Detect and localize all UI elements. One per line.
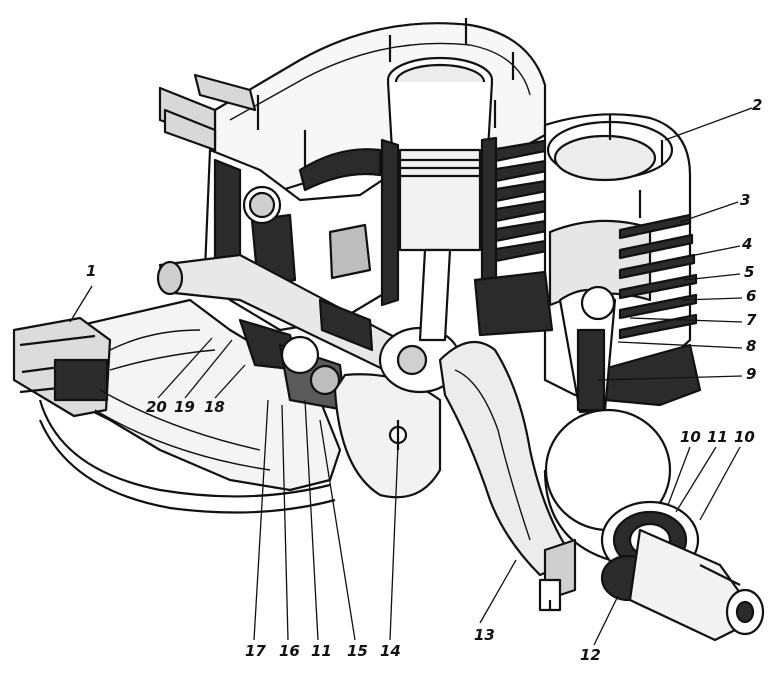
drum-and-output-shaft: [538, 408, 765, 642]
callout-6: 6: [746, 287, 757, 305]
leader-16: [281, 404, 289, 641]
leader-18: [214, 364, 246, 399]
leader-7: [629, 317, 743, 323]
callout-12: 12: [580, 646, 601, 664]
leader-6: [681, 297, 743, 301]
leader-13: [479, 559, 517, 624]
callout-13: 13: [474, 626, 495, 644]
leader-10a: [667, 446, 691, 506]
callout-19: 19: [174, 398, 195, 416]
leader-20: [157, 337, 213, 399]
vertical-cylinder: [380, 56, 554, 307]
leader-2: [664, 107, 753, 141]
callout-15: 15: [347, 642, 368, 660]
callout-3: 3: [740, 191, 751, 209]
curved-arm-13: [438, 285, 617, 577]
leader-12: [593, 595, 619, 646]
leader-3: [679, 201, 739, 223]
leader-5: [683, 273, 741, 281]
leader-19: [184, 339, 233, 399]
callout-14: 14: [380, 642, 401, 660]
transmission-housing: [12, 298, 342, 514]
callout-20: 20: [146, 398, 167, 416]
leader-1: [69, 285, 93, 323]
leader-15: [319, 419, 356, 641]
callout-11-right: 11: [707, 428, 728, 446]
leader-9: [597, 375, 743, 381]
leader-8: [617, 341, 743, 349]
callout-2: 2: [752, 96, 763, 114]
callout-17: 17: [245, 642, 266, 660]
crankshaft-assembly: [156, 248, 462, 499]
callout-10-left: 10: [680, 428, 701, 446]
leader-11a: [675, 446, 717, 513]
leader-14: [389, 444, 399, 641]
leader-4: [679, 245, 741, 259]
callout-1: 1: [86, 262, 97, 280]
leader-11b: [304, 399, 319, 641]
callout-9: 9: [746, 365, 757, 383]
leader-17: [253, 399, 269, 641]
callout-16: 16: [279, 642, 300, 660]
leader-10b: [699, 446, 741, 521]
callout-18: 18: [204, 398, 225, 416]
callout-7: 7: [746, 311, 757, 329]
callout-leader-lines: [69, 107, 753, 646]
callout-8: 8: [746, 337, 757, 355]
callout-5: 5: [744, 263, 755, 281]
callout-4: 4: [742, 235, 753, 253]
callout-11-bottom: 11: [311, 642, 332, 660]
callout-10-right: 10: [734, 428, 755, 446]
